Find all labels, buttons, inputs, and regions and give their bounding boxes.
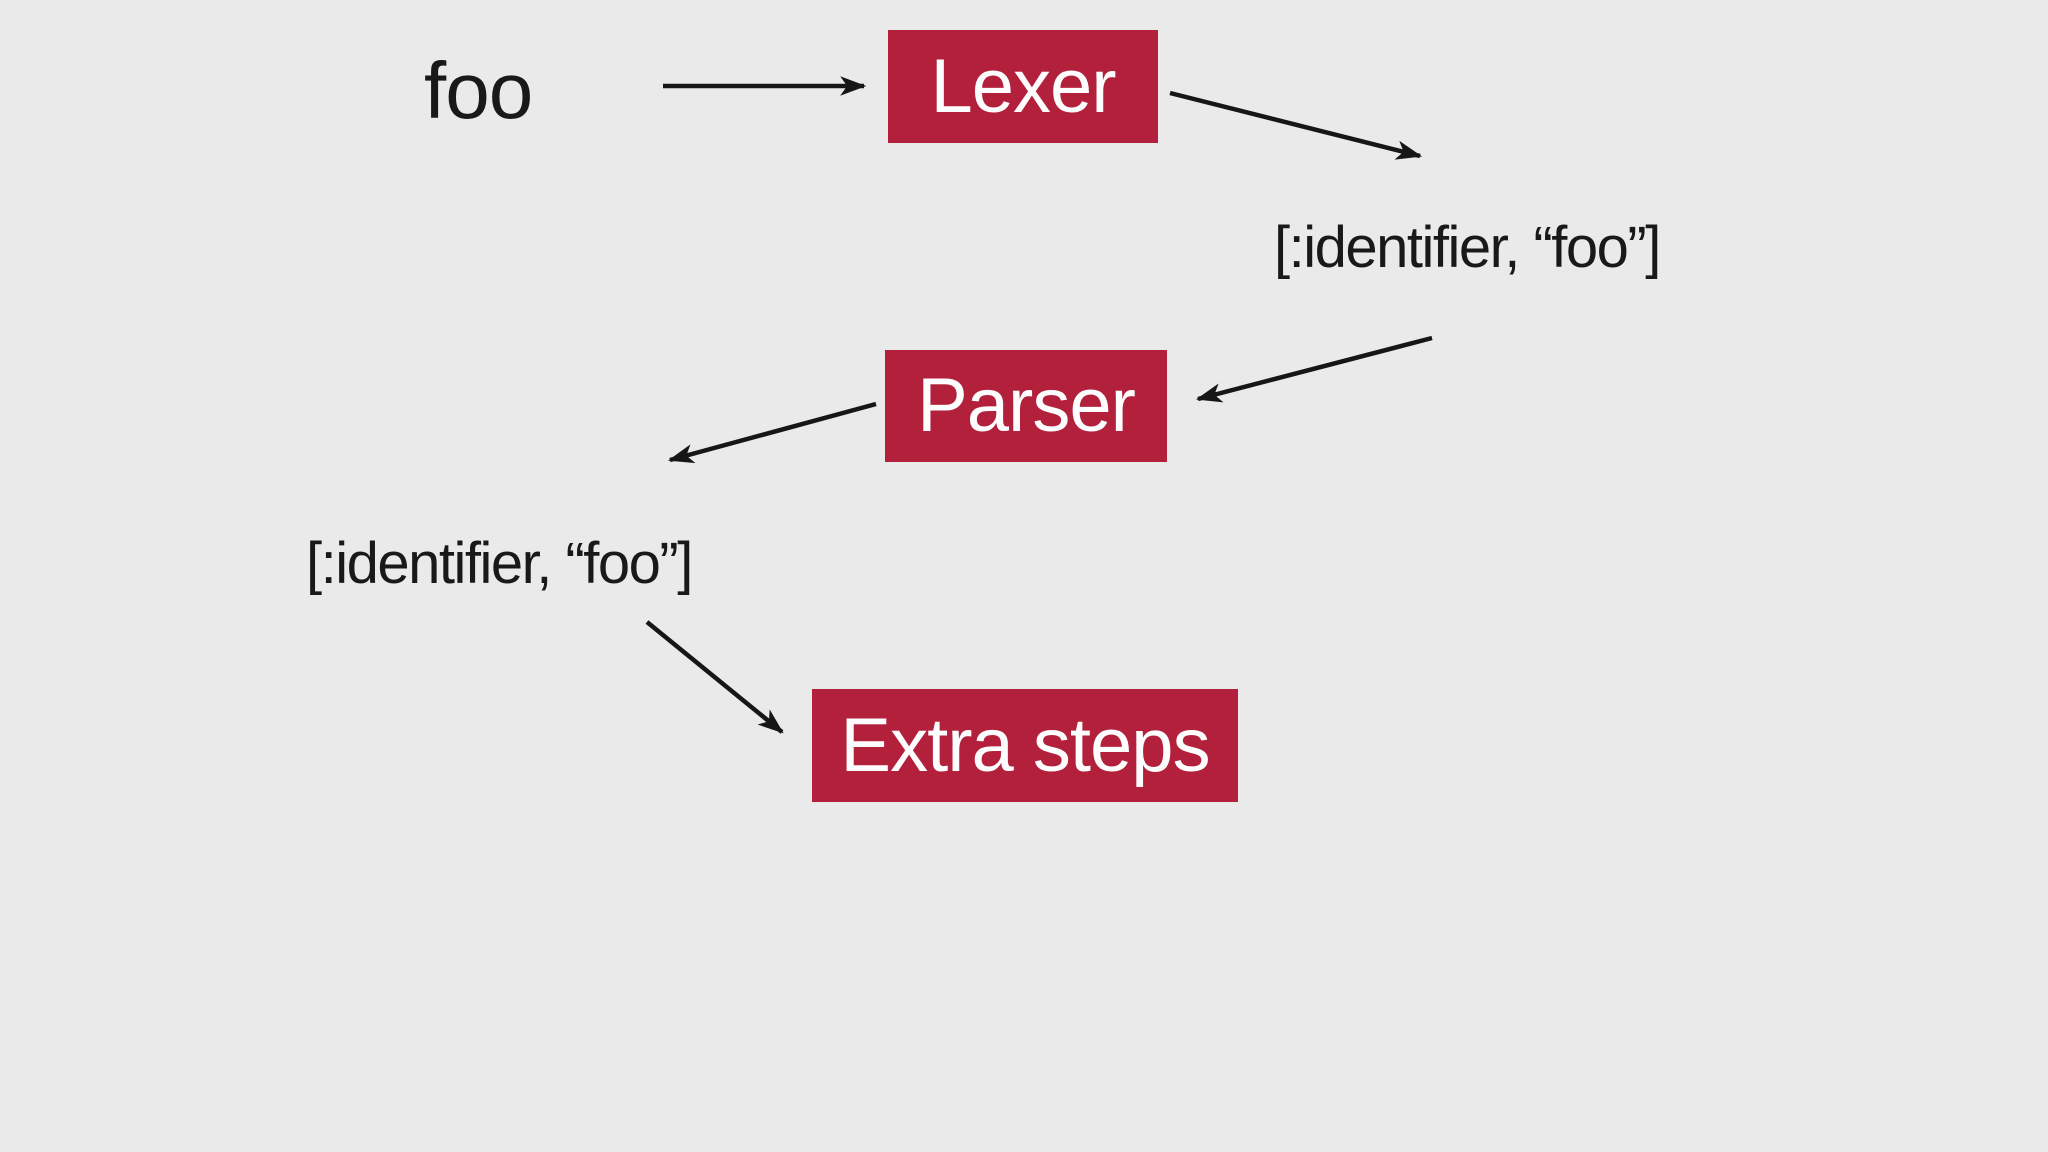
token-output-after-parser: [:identifier, “foo”] — [306, 531, 693, 596]
node-extra-steps: Extra steps — [812, 689, 1238, 802]
node-lexer: Lexer — [888, 30, 1158, 143]
arrow-token1-to-parser — [1195, 335, 1433, 403]
token-output-after-lexer: [:identifier, “foo”] — [1274, 215, 1661, 280]
arrow-lexer-to-token1 — [1169, 90, 1423, 160]
node-parser: Parser — [885, 350, 1167, 462]
arrow-parser-to-token2 — [667, 401, 877, 464]
arrow-token2-to-extra-steps — [645, 620, 784, 734]
source-code-text: foo — [424, 46, 533, 135]
